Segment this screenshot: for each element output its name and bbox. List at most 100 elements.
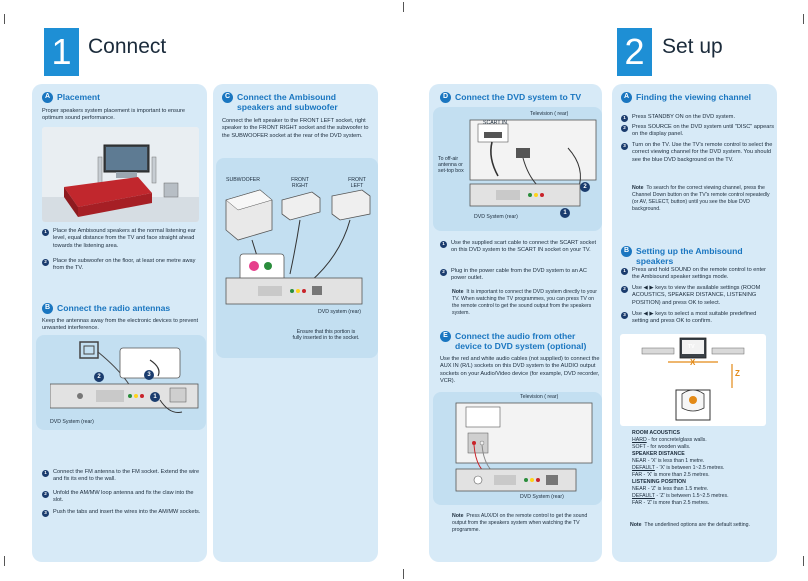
speaker-position-diagram <box>620 334 766 426</box>
step-text: Plug in the power cable from the DVD sys… <box>451 268 587 282</box>
letter-badge: A <box>42 92 53 103</box>
position-near: NEAR - 'Z' is less than 1.5 metre. <box>632 485 709 492</box>
crop-mark <box>4 556 5 566</box>
heading-text: Connect the radio antennas <box>57 303 171 313</box>
default-option: HARD <box>632 436 647 443</box>
callout-1: 1 <box>150 392 160 402</box>
room-acoustics-hard: HARD - for concrete/glass walls. <box>632 437 772 444</box>
step-number: 2 <box>42 490 49 498</box>
note-label: Note <box>632 185 644 191</box>
default-option: DEFAULT <box>632 464 655 471</box>
step-text: Use the supplied scart cable to connect … <box>451 240 596 254</box>
placement-intro: Proper speakers system placement is impo… <box>42 108 186 122</box>
crop-mark <box>403 2 404 12</box>
dvd-rear-label: DVD system (rear) <box>318 309 361 315</box>
option-text: - 'Z' is between 1.5~2.5 metres. <box>654 492 729 499</box>
tv-drawing <box>469 119 597 207</box>
tv-step-2: 2 Plug in the power cable from the DVD s… <box>440 268 598 283</box>
callout-2: 2 <box>94 372 104 382</box>
channel-step-1: 1 Press STANDBY ON on the DVD system. <box>621 114 774 122</box>
ambisound-step-2: 2 Use ◀ ▶ keys to view the available set… <box>621 285 774 307</box>
step-text: Press and hold SOUND on the remote contr… <box>632 267 767 281</box>
step-number: 1 <box>440 240 447 248</box>
antenna-step-1: 1 Connect the FM antenna to the FM socke… <box>42 469 202 484</box>
defaults-note: Note The underlined options are the defa… <box>630 522 772 529</box>
heading-radio-antennas: B Connect the radio antennas <box>42 303 202 314</box>
front-left-label: FRONT LEFT <box>348 177 366 190</box>
heading-text: Finding the viewing channel <box>636 92 752 102</box>
offair-label: To off-air antenna or set-top box <box>438 156 464 175</box>
front-right-label: FRONT RIGHT <box>291 177 309 190</box>
heading-text: Setting up the Ambisound speakers <box>636 246 743 266</box>
letter-badge: C <box>222 92 233 103</box>
speakers-drawing <box>225 189 371 305</box>
crop-mark <box>403 569 404 579</box>
audio-drawing <box>455 402 593 492</box>
room-illustration <box>42 127 199 222</box>
crop-mark <box>803 556 804 566</box>
heading-speakers: C Connect the Ambisound speakers and sub… <box>222 92 372 113</box>
step-number: 2 <box>42 258 49 266</box>
note-text: The underlined options are the default s… <box>644 522 750 528</box>
letter-badge: B <box>42 303 53 314</box>
step-text: Press STANDBY ON on the DVD system. <box>632 114 735 120</box>
distance-near: NEAR - 'X' is less than 1 metre. <box>632 457 705 464</box>
step-number: 2 <box>440 268 447 276</box>
audio-illustration <box>454 401 594 493</box>
callout-3: 3 <box>144 370 154 380</box>
note-label: Note <box>452 289 464 295</box>
placement-step-2: 2 Place the subwoofer on the floor, at l… <box>42 258 202 273</box>
option-text: - for concrete/glass walls. <box>646 436 707 443</box>
heading-audio-optional: E Connect the audio from other device to… <box>440 331 600 352</box>
step-text: Push the tabs and insert the wires into … <box>53 509 201 515</box>
step-text: Turn on the TV. Use the TV's remote cont… <box>632 142 773 163</box>
placement-step-1: 1 Place the Ambisound speakers at the no… <box>42 228 202 250</box>
room-acoustics-title: ROOM ACOUSTICS <box>632 430 680 436</box>
step-number: 1 <box>621 267 628 275</box>
step-number: 1 <box>621 114 628 122</box>
step-number: 2 <box>621 124 628 132</box>
step-text: Connect the FM antenna to the FM socket.… <box>53 469 200 483</box>
room-acoustics-soft: SOFT - for wooden walls. <box>632 443 691 450</box>
speakers-illustration <box>220 186 376 322</box>
heading-text: Connect the DVD system to TV <box>455 92 582 102</box>
heading-viewing-channel: A Finding the viewing channel <box>621 92 776 103</box>
antenna-step-3: 3 Push the tabs and insert the wires int… <box>42 509 202 517</box>
step-number: 1 <box>42 469 49 477</box>
note-text: To search for the correct viewing channe… <box>632 185 770 212</box>
scart-label: SCART IN <box>483 120 508 126</box>
speaker-distance-title: SPEAKER DISTANCE <box>632 450 685 457</box>
tv-step-1: 1 Use the supplied scart cable to connec… <box>440 240 598 255</box>
dvd-rear-label: DVD System (rear) <box>520 494 564 500</box>
step-text: Use ◀ ▶ keys to select a most suitable p… <box>632 311 757 325</box>
note-label: Note <box>452 513 464 519</box>
step-text: Place the Ambisound speakers at the norm… <box>53 228 196 249</box>
position-default: DEFAULT - 'Z' is between 1.5~2.5 metres. <box>632 493 772 500</box>
heading-text: Connect the audio from other device to D… <box>455 331 587 351</box>
dvd-rear-label: DVD System (rear) <box>474 214 518 220</box>
tv-note: Note It is important to connect the DVD … <box>452 289 598 317</box>
crop-mark <box>803 14 804 24</box>
ambisound-step-1: 1 Press and hold SOUND on the remote con… <box>621 267 774 282</box>
distance-far: FAR - 'X' is more than 2.5 metres. <box>632 471 710 478</box>
antenna-illustration <box>50 340 202 420</box>
channel-note: Note To search for the correct viewing c… <box>632 185 772 213</box>
letter-badge: B <box>621 246 632 257</box>
letter-badge: E <box>440 331 451 342</box>
tv-rear-label: Television ( rear) <box>520 394 559 400</box>
audio-note: Note Press AUX/DI on the remote control … <box>452 513 598 534</box>
step-number: 3 <box>42 509 49 517</box>
room-drawing <box>42 127 199 222</box>
crop-mark <box>4 14 5 24</box>
heading-placement: A Placement <box>42 92 202 103</box>
subwoofer-label: SUBWOOFER <box>226 177 261 183</box>
default-option: DEFAULT <box>632 492 655 499</box>
speakers-intro: Connect the left speaker to the FRONT LE… <box>222 118 369 139</box>
section-title: Set up <box>662 35 723 58</box>
letter-badge: A <box>621 92 632 103</box>
step-text: Unfold the AM/MW loop antenna and fix th… <box>53 490 194 504</box>
socket-caption: Ensure that this portion is fully insert… <box>292 329 360 342</box>
antenna-drawing <box>50 341 199 413</box>
section-number: 1 <box>44 28 79 76</box>
tv-illustration <box>468 118 598 216</box>
